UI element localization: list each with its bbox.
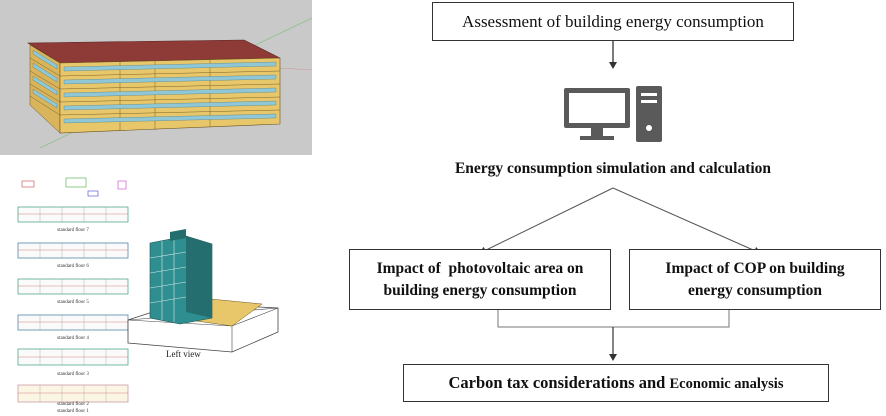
assessment-box: Assessment of building energy consumptio… bbox=[432, 2, 794, 41]
carbon-tax-box: Carbon tax considerations and Economic a… bbox=[403, 364, 829, 402]
pv-impact-line2: building energy consumption bbox=[383, 281, 577, 299]
assessment-label: Assessment of building energy consumptio… bbox=[462, 11, 764, 31]
left-view-caption: Left view bbox=[166, 349, 201, 359]
floor-plan-2 bbox=[17, 384, 129, 403]
carbon-tax-part1: Carbon tax considerations and bbox=[448, 373, 670, 392]
building-3d-model-view bbox=[0, 0, 312, 155]
building-left-view-model bbox=[127, 229, 279, 353]
bracket-merge-line bbox=[497, 310, 730, 328]
arrow-simulation-to-pv bbox=[479, 187, 614, 254]
roof-plan-thumbnails bbox=[21, 177, 127, 197]
floor-plan-5 bbox=[17, 278, 129, 295]
pv-impact-box: Impact of photovoltaic area on building … bbox=[349, 249, 611, 310]
computer-icon bbox=[564, 86, 662, 142]
floor-label-3: standard floor 3 bbox=[57, 372, 89, 377]
simulation-label: Energy consumption simulation and calcul… bbox=[454, 160, 772, 177]
floor-label-2: standard floor 2 bbox=[57, 402, 89, 407]
floor-label-6: standard floor 6 bbox=[57, 264, 89, 269]
arrow-simulation-to-cop bbox=[612, 187, 761, 255]
floor-plan-6 bbox=[17, 242, 129, 259]
cop-impact-box: Impact of COP on building energy consump… bbox=[629, 249, 881, 310]
floor-label-4: standard floor 4 bbox=[57, 336, 89, 341]
floor-label-5: standard floor 5 bbox=[57, 300, 89, 305]
floor-plan-7 bbox=[17, 206, 129, 223]
computer-monitor-icon bbox=[564, 88, 630, 140]
computer-tower-icon bbox=[636, 86, 662, 142]
pv-impact-line1: Impact of photovoltaic area on bbox=[376, 259, 584, 277]
cop-impact-line2: energy consumption bbox=[688, 281, 822, 299]
cop-impact-line1: Impact of COP on building bbox=[665, 259, 845, 277]
carbon-tax-part2: Economic analysis bbox=[669, 376, 784, 392]
carbon-tax-label: Carbon tax considerations and Economic a… bbox=[449, 373, 784, 393]
floor-plans-and-left-view bbox=[17, 177, 279, 403]
floor-label-7: standard floor 7 bbox=[57, 228, 89, 233]
floor-label-1: standard floor 1 bbox=[57, 409, 89, 414]
floor-plan-4 bbox=[17, 314, 129, 331]
floor-plan-3 bbox=[17, 348, 129, 366]
